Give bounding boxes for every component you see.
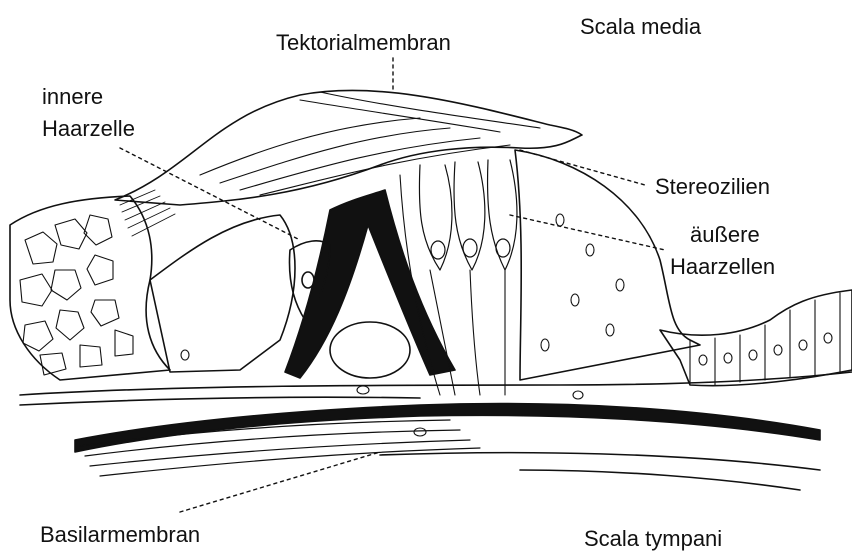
label-stereozilien: Stereozilien xyxy=(655,174,770,200)
outer-supporting-cells xyxy=(400,175,505,395)
outer-hair-cells xyxy=(419,160,517,270)
limbus-cells xyxy=(20,215,133,375)
label-basilarmembran: Basilarmembran xyxy=(40,522,200,548)
pillar-cells xyxy=(285,190,455,378)
inner-hair-cell-nucleus xyxy=(302,272,314,288)
label-innere-haarzelle-line2: Haarzelle xyxy=(42,116,135,142)
tunnel-of-corti xyxy=(330,322,410,378)
label-scala-media: Scala media xyxy=(580,14,701,40)
limbus-outline xyxy=(10,196,170,380)
label-aeussere-haarzellen-line2: Haarzellen xyxy=(670,254,775,280)
label-scala-tympani: Scala tympani xyxy=(584,526,722,552)
claudius-cell-walls xyxy=(690,293,840,385)
label-aeussere-haarzellen-line1: äußere xyxy=(690,222,760,248)
tectorial-fibers xyxy=(200,92,540,195)
hensen-cell-nuclei xyxy=(541,214,624,351)
label-tektorialmembran: Tektorialmembran xyxy=(276,30,451,56)
claudius-cells xyxy=(660,290,852,386)
inner-region-cells xyxy=(150,215,295,372)
label-innere-haarzelle-line1: innere xyxy=(42,84,103,110)
